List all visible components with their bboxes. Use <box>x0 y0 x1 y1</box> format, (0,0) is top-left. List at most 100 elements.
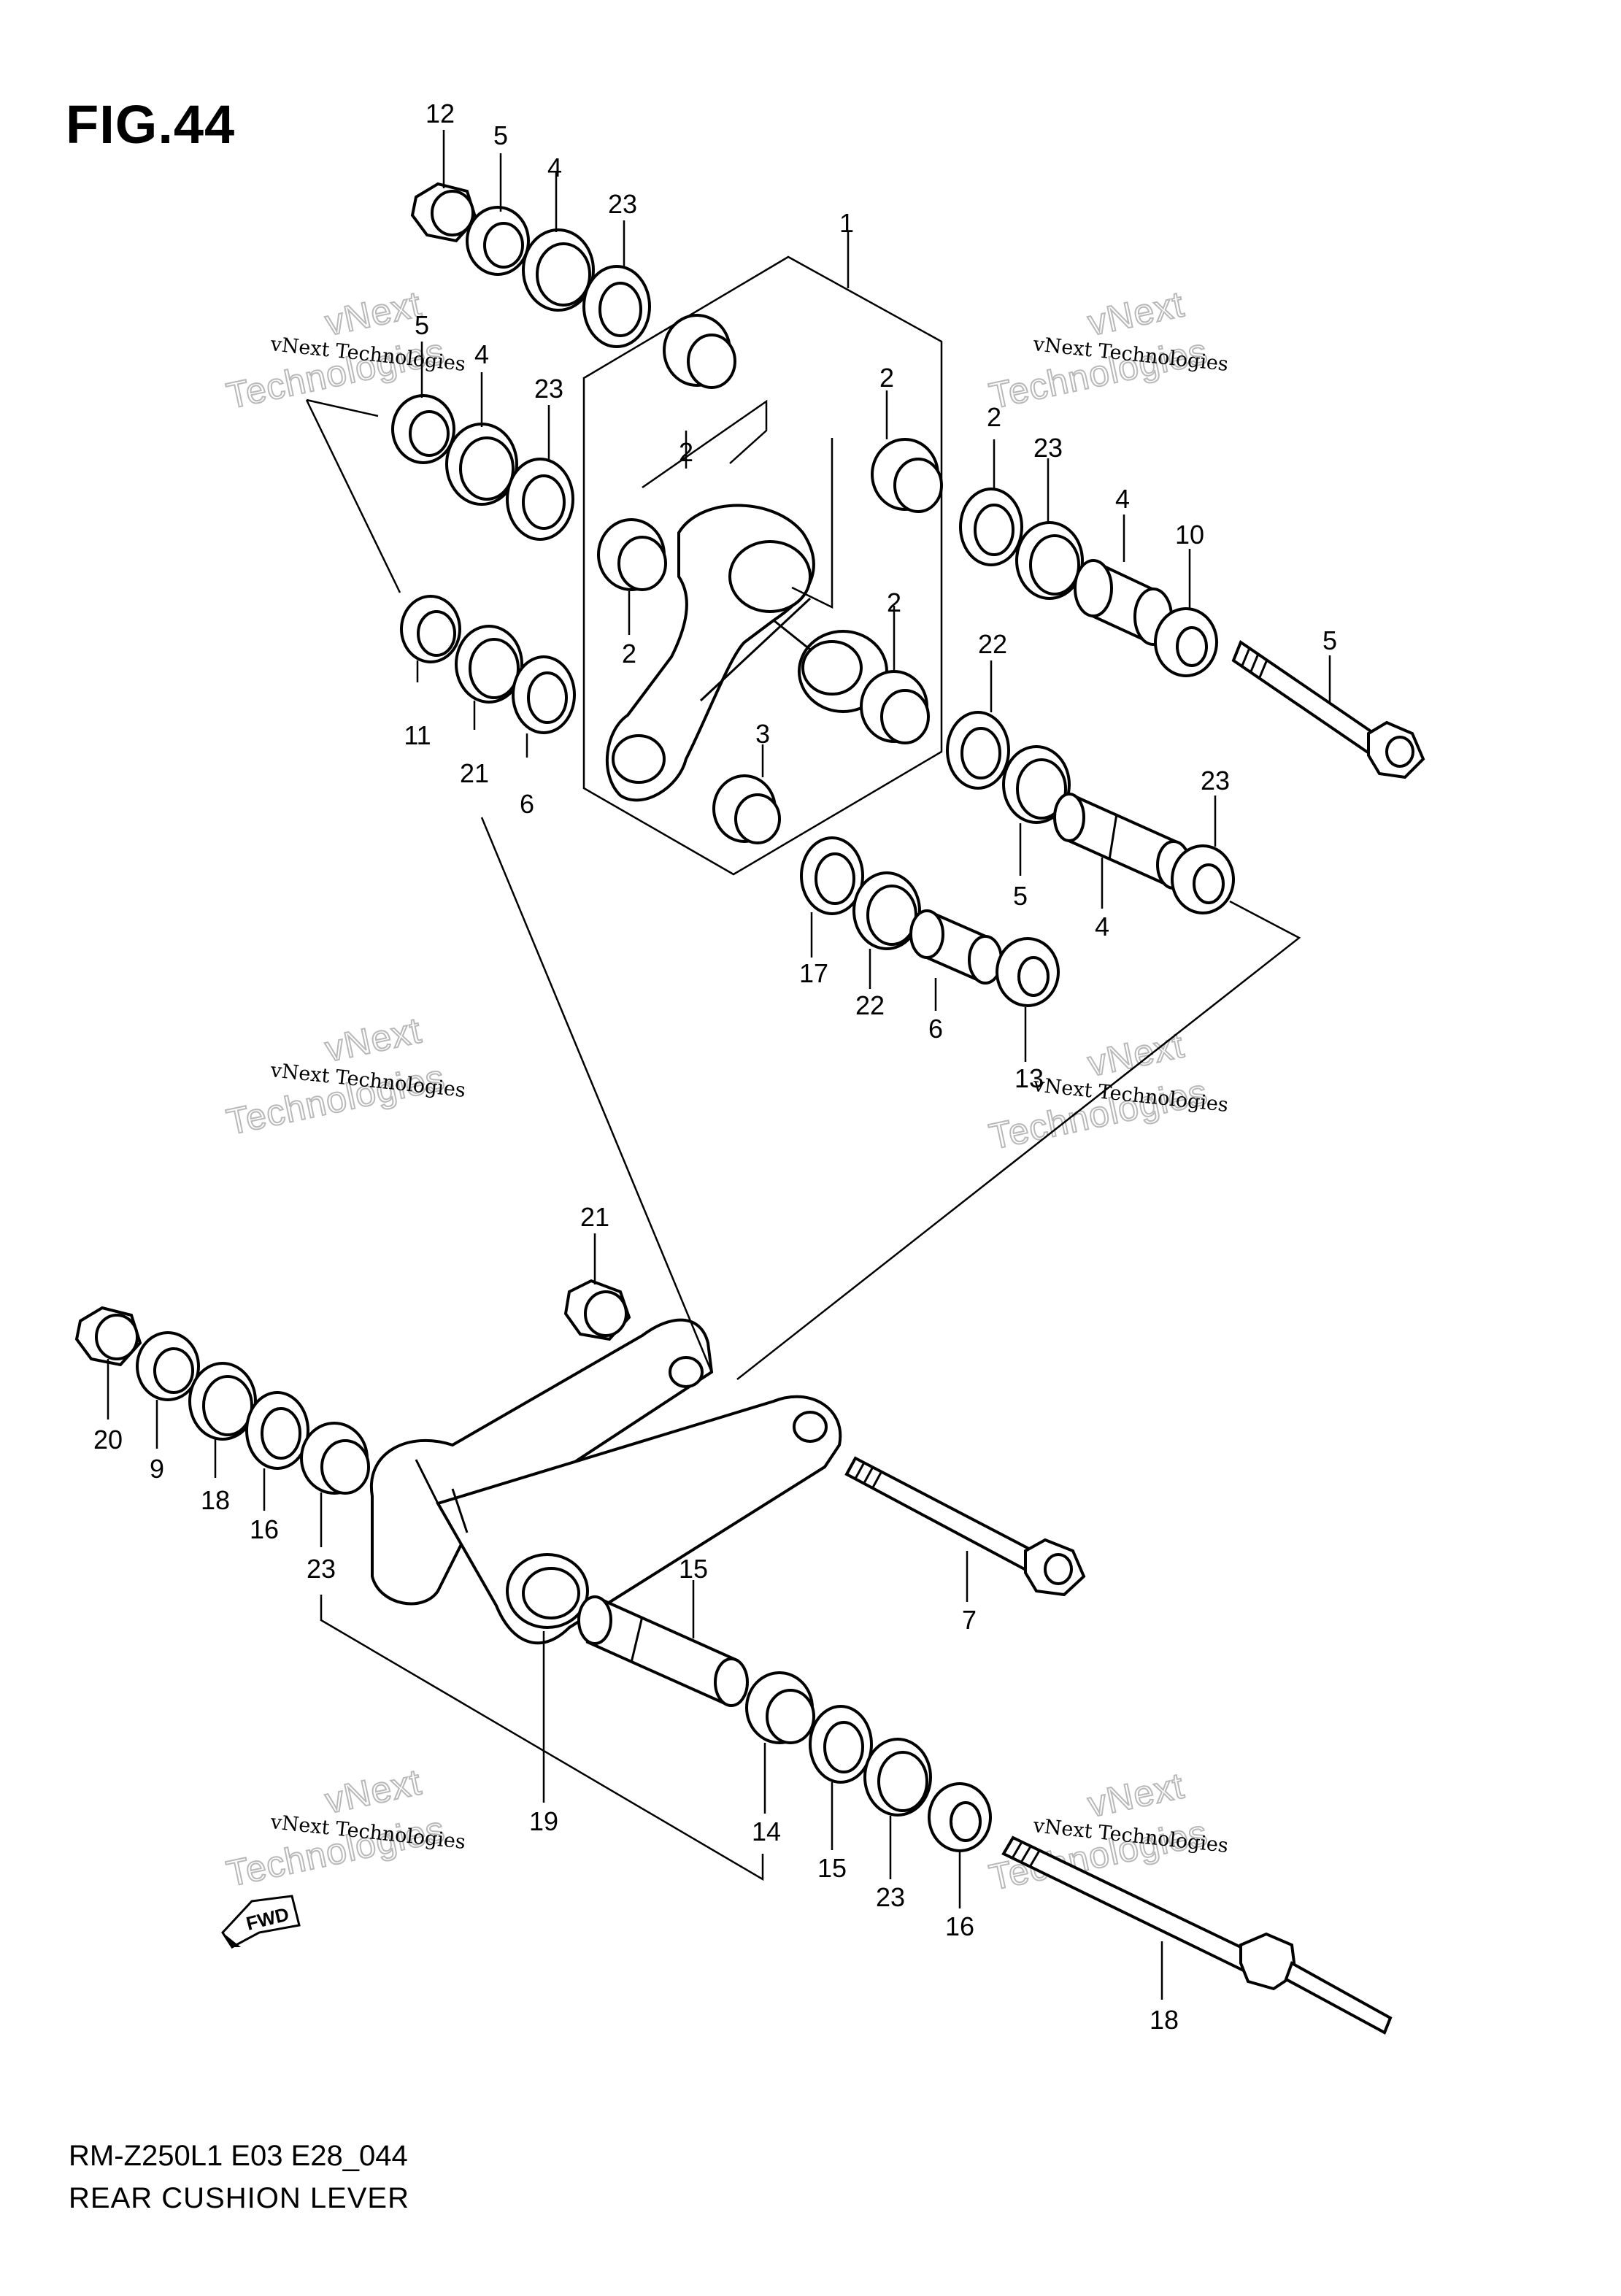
callout-18: 18 <box>201 1485 230 1515</box>
bolt-19 <box>844 1456 1086 1597</box>
fwd-direction-badge: FWD <box>221 1895 301 1949</box>
callout-23: 23 <box>1033 433 1063 463</box>
assembly-box-outline <box>582 255 943 876</box>
bushing-5-mid <box>391 394 455 464</box>
seal-4-mid <box>445 423 518 506</box>
bearing-2-right <box>860 670 930 744</box>
washer-22-center <box>800 836 864 915</box>
callout-15: 15 <box>679 1554 708 1584</box>
bearing-2-right-top <box>871 438 943 513</box>
washer-23-lower-right <box>809 1705 873 1784</box>
callout-19: 19 <box>529 1806 558 1836</box>
figure-code: RM-Z250L1 E03 E28_044 <box>69 2140 408 2172</box>
seal-16-right <box>863 1738 932 1817</box>
callout-17: 17 <box>799 958 828 988</box>
callout-18: 18 <box>1150 2005 1179 2035</box>
bearing-2-left <box>597 518 667 591</box>
seal-6-left <box>455 625 523 704</box>
callout-4: 4 <box>547 153 562 182</box>
washer-23-right-mid <box>946 711 1010 790</box>
callout-23: 23 <box>876 1882 905 1912</box>
callout-12: 12 <box>426 99 455 128</box>
callout-4: 4 <box>1095 912 1109 941</box>
callout-10: 10 <box>1175 520 1204 550</box>
callout-22: 22 <box>855 990 885 1020</box>
washer-23-lower-left <box>245 1391 309 1470</box>
nut-20 <box>563 1279 631 1341</box>
callout-5: 5 <box>1013 881 1028 911</box>
bearing-15-left <box>300 1422 370 1495</box>
callout-2: 2 <box>879 363 894 393</box>
washer-23-mid <box>506 458 574 541</box>
callout-2: 2 <box>679 437 693 467</box>
callout-6: 6 <box>520 789 534 819</box>
watermark-logo-text: vNext <box>322 283 426 343</box>
bushing-18-right <box>928 1782 992 1852</box>
callout-13: 13 <box>1014 1063 1044 1093</box>
seal-4-right-top <box>1015 521 1084 600</box>
callout-5: 5 <box>493 120 508 150</box>
callout-2: 2 <box>887 588 901 617</box>
watermark-logo-text: vNext <box>322 1009 426 1069</box>
callout-20: 20 <box>93 1425 123 1455</box>
bushing-21-left <box>400 595 461 663</box>
callout-23: 23 <box>1201 766 1230 795</box>
callout-23: 23 <box>608 189 637 219</box>
seal-16-left <box>188 1362 257 1441</box>
bushing-5-right-mid <box>1171 844 1235 914</box>
callout-2: 2 <box>622 639 636 669</box>
watermark-logo-text: vNext <box>1085 1024 1188 1084</box>
callout-23: 23 <box>307 1554 336 1584</box>
callout-23: 23 <box>534 374 563 404</box>
callout-21: 21 <box>580 1202 609 1232</box>
callout-5: 5 <box>1322 625 1337 655</box>
callout-5: 5 <box>415 310 429 340</box>
bushing-21-center <box>996 937 1060 1007</box>
collar-17 <box>1053 793 1191 890</box>
watermark-logo-text: vNext <box>1085 1765 1188 1825</box>
seal-4-top <box>522 228 595 312</box>
callout-4: 4 <box>1115 484 1130 514</box>
callout-15: 15 <box>817 1853 847 1883</box>
bushing-18-left <box>136 1331 200 1401</box>
watermark-logo-text: vNext <box>1085 283 1188 343</box>
callout-16: 16 <box>250 1514 279 1544</box>
callout-3: 3 <box>755 719 770 749</box>
callout-11: 11 <box>404 720 431 750</box>
washer-22-left <box>512 655 576 734</box>
bearing-2-top <box>663 314 736 389</box>
callout-22: 22 <box>978 629 1007 659</box>
bushing-5-right-top <box>1154 607 1218 677</box>
nut-9 <box>74 1306 142 1367</box>
figure-title: FIG.44 <box>66 94 236 155</box>
spacer-13 <box>909 909 1003 985</box>
bolt-8 <box>1001 1835 1393 2035</box>
bushing-5-top <box>466 206 530 276</box>
seal-4-right-mid <box>1002 745 1071 824</box>
seal-6-center <box>852 871 921 950</box>
bearing-15-right <box>745 1671 815 1744</box>
watermark-logo-text: vNext <box>322 1761 426 1821</box>
callout-14: 14 <box>752 1817 781 1846</box>
washer-23-right-top <box>959 488 1023 566</box>
bearing-3 <box>712 774 781 844</box>
callout-6: 6 <box>928 1014 943 1044</box>
nut-12 <box>410 182 478 243</box>
callout-2: 2 <box>987 402 1001 432</box>
callout-1: 1 <box>839 208 854 238</box>
leader-lines <box>107 130 1331 2000</box>
cushion-rod-14 <box>369 1318 842 1645</box>
figure-caption: REAR CUSHION LEVER <box>69 2182 409 2214</box>
callout-16: 16 <box>945 1911 974 1941</box>
callout-21: 21 <box>460 758 489 788</box>
collar-7 <box>577 1595 749 1707</box>
callout-7: 7 <box>962 1605 977 1635</box>
callout-4: 4 <box>474 339 489 369</box>
washer-23-top <box>582 265 651 348</box>
